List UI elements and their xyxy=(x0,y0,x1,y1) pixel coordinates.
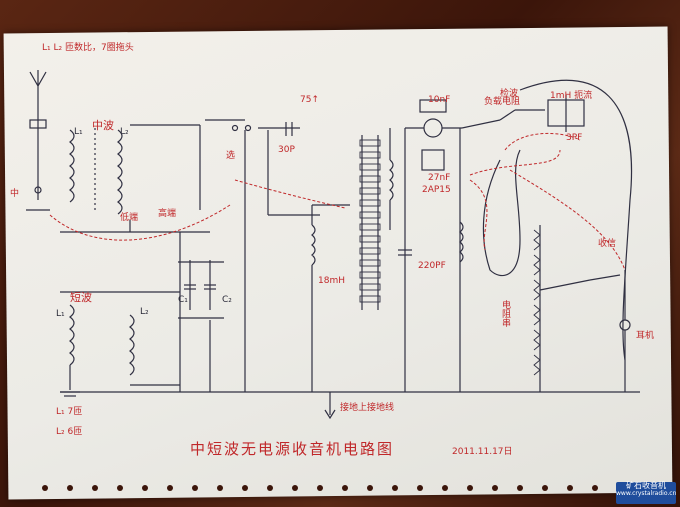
header-note: L₁ L₂ 匝数比，7圈拖头 xyxy=(42,43,134,53)
label-receive-tap: 收信 xyxy=(598,239,617,249)
watermark-line1: 矿石收音机 xyxy=(626,481,666,490)
antenna-symbol xyxy=(29,70,47,110)
earphone-jack xyxy=(619,319,631,331)
label-l1-turns: L₁ 7匝 xyxy=(56,407,83,417)
label-transistor-2ap15: 2AP15 xyxy=(422,185,451,195)
meter-symbol xyxy=(423,118,443,138)
label-load-note: 负载电阻 xyxy=(484,97,521,107)
label-1mh: 1mH 扼流 xyxy=(550,91,593,101)
label-switch-mark: 选 xyxy=(226,151,236,161)
label-short-wave: 短波 xyxy=(70,291,92,304)
label-c1: C₁ xyxy=(178,295,188,305)
label-cap-220pf: 220PF xyxy=(418,261,446,271)
sw-coil-l2 xyxy=(129,314,135,376)
label-resistor-chain: 电阻串 xyxy=(500,300,510,327)
mw-coil-l2 xyxy=(117,129,123,215)
label-coil-left: 高端 xyxy=(158,209,177,219)
diagram-date: 2011.11.17日 xyxy=(452,447,513,457)
watermark-line2: www.crystalradio.cn xyxy=(616,489,677,497)
label-c2: C₂ xyxy=(222,295,232,305)
antenna-capacitor xyxy=(29,119,47,129)
label-l2-bottom: L₂ xyxy=(140,307,149,317)
label-l2-turns: L₂ 6匝 xyxy=(56,427,83,437)
label-coil-right: 低端 xyxy=(120,213,139,223)
label-l2-top: L₂ xyxy=(120,127,129,137)
label-cap-27nf: 27nF xyxy=(428,173,451,183)
mw-coil-l1 xyxy=(69,129,75,203)
label-detector: 检波 xyxy=(500,89,519,99)
label-l1-top: L₁ xyxy=(74,127,83,137)
label-inductor-18mh: 18mH xyxy=(318,276,345,286)
diagram-title: 中短波无电源收音机电路图 xyxy=(190,440,395,458)
label-75: 75↑ xyxy=(300,95,319,105)
label-cap-30p: 30P xyxy=(278,145,295,155)
label-medium-wave: 中波 xyxy=(92,119,114,132)
label-cap-3pf: 3PF xyxy=(566,133,583,143)
watermark-badge: 矿石收音机 www.crystalradio.cn xyxy=(616,481,677,504)
label-antenna-mark: 中 xyxy=(10,189,20,199)
sw-coil-l1 xyxy=(69,304,75,366)
label-earphone: 耳机 xyxy=(636,331,655,341)
left-switch xyxy=(34,186,42,194)
label-cap-10nf: 10nF xyxy=(428,95,451,105)
label-l1-bottom: L₁ xyxy=(56,309,65,319)
label-ground: 接地上接地线 xyxy=(340,403,395,413)
